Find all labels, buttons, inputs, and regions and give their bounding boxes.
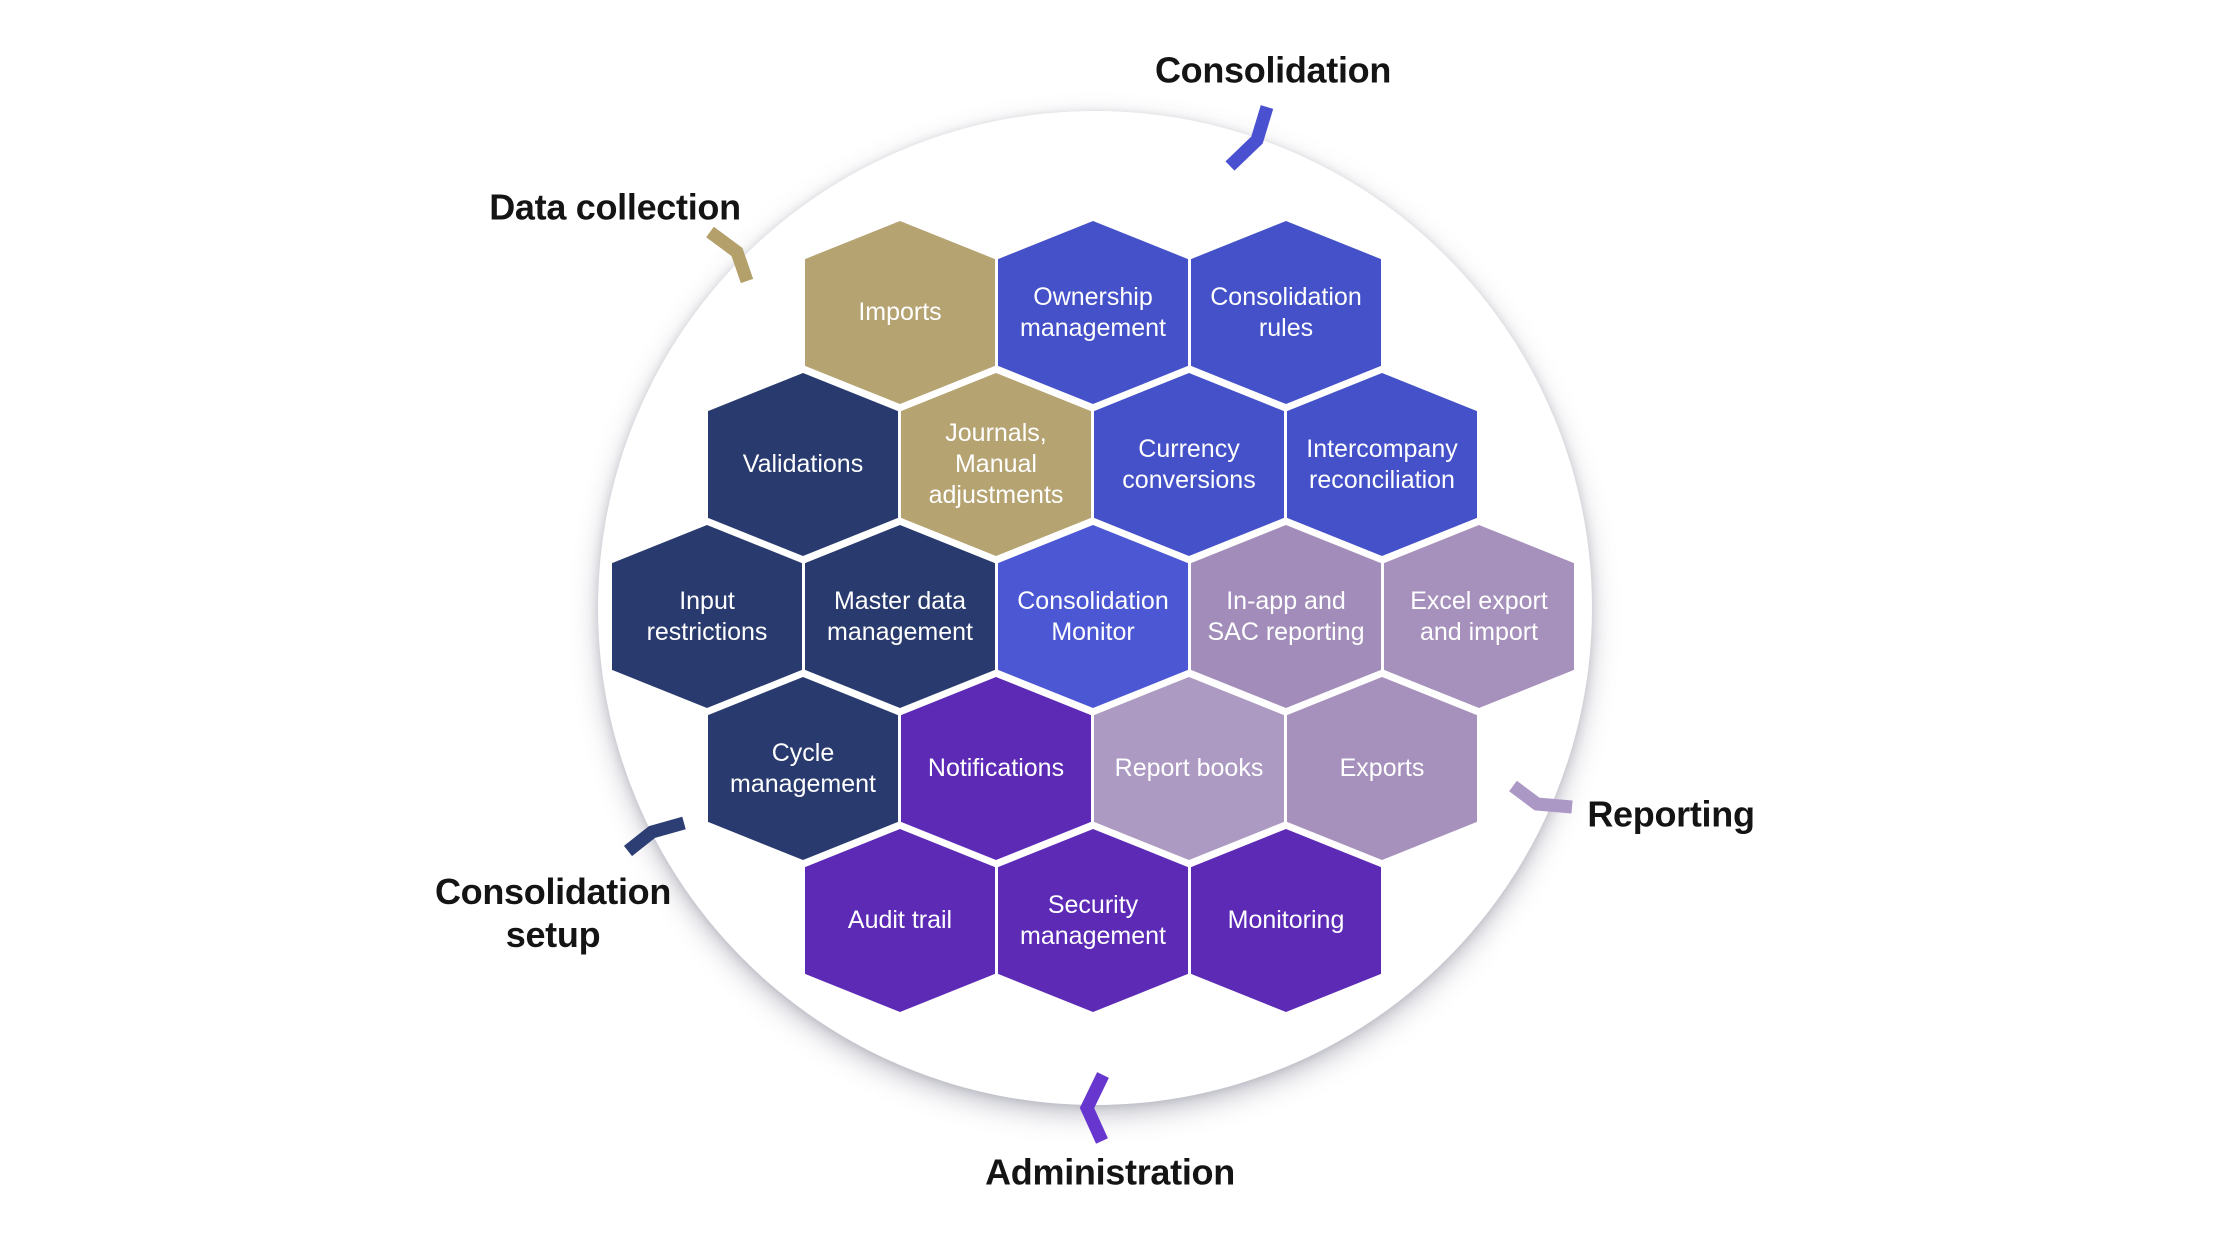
hex-intercompany-reconciliation: Intercompany reconciliation [1287,373,1477,556]
hex-monitoring: Monitoring [1191,829,1381,1012]
category-label-data-collection: Data collection [489,186,741,228]
hex-label: Master data management [827,586,973,646]
hex-label: Currency conversions [1122,434,1256,494]
hex-label: Monitoring [1227,906,1345,934]
hex-notifications: Notifications [901,677,1091,860]
hex-security-management: Security management [998,829,1188,1012]
hex-excel-export-and-import: Excel export and import [1384,525,1574,708]
hex-journals-manual-adjustments: Journals, Manual adjustments [901,373,1091,556]
hex-in-app-and-sac-reporting: In-app and SAC reporting [1191,525,1381,708]
hex-label: In-app and SAC reporting [1207,586,1365,646]
hex-validations: Validations [708,373,898,556]
consolidation-tick-icon [1225,105,1274,171]
category-label-administration: Administration [985,1151,1235,1193]
hex-label: Cycle management [730,738,876,798]
category-label-reporting: Reporting [1587,793,1755,835]
hex-label: Exports [1339,754,1425,782]
data-collection-tick-icon [706,226,754,284]
hex-label: Notifications [927,754,1065,782]
hex-label: Report books [1114,754,1264,782]
hex-label: Excel export and import [1410,586,1548,646]
hex-label: Consolidation rules [1210,282,1362,342]
hex-master-data-management: Master data management [805,525,995,708]
hex-label: Journals, Manual adjustments [928,419,1064,509]
hex-ownership-management: Ownership management [998,221,1188,404]
category-label-consolidation: Consolidation [1154,49,1392,91]
consolidation-setup-tick-icon [623,816,686,857]
administration-tick-icon [1079,1072,1109,1144]
hex-label: Intercompany reconciliation [1306,434,1458,494]
hex-label: Ownership management [1020,282,1166,342]
hex-imports: Imports [805,221,995,404]
hex-label: Input restrictions [646,586,768,646]
reporting-tick-icon [1509,780,1573,814]
hex-consolidation-monitor: Consolidation Monitor [998,525,1188,708]
hex-consolidation-rules: Consolidation rules [1191,221,1381,404]
hex-label: Imports [858,298,942,326]
hex-label: Security management [1020,890,1166,950]
hex-currency-conversions: Currency conversions [1094,373,1284,556]
hex-label: Validations [742,450,864,478]
hex-audit-trail: Audit trail [805,829,995,1012]
hex-input-restrictions: Input restrictions [612,525,802,708]
hex-cycle-management: Cycle management [708,677,898,860]
hex-label: Consolidation Monitor [1017,586,1169,646]
hex-report-books: Report books [1094,677,1284,860]
category-label-consolidation-setup: Consolidation setup [434,871,672,955]
hex-label: Audit trail [847,906,953,934]
hex-exports: Exports [1287,677,1477,860]
